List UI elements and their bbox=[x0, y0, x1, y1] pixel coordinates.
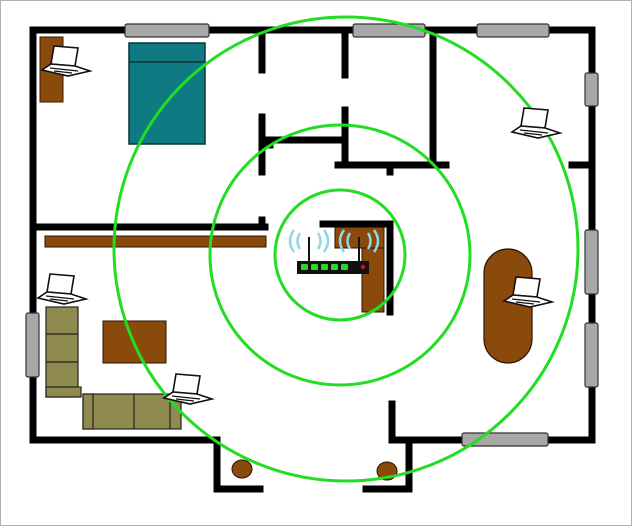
router-power-led bbox=[360, 264, 366, 270]
ring-medium-signal bbox=[208, 123, 472, 387]
ring-weak-signal bbox=[112, 15, 580, 483]
long-shelf bbox=[44, 235, 267, 248]
coverage-rings bbox=[112, 15, 580, 483]
l-shaped-sofa bbox=[45, 306, 182, 430]
router-status-leds bbox=[301, 264, 348, 270]
wireless-router bbox=[288, 229, 380, 274]
porch-pillar-left bbox=[231, 459, 253, 479]
bed bbox=[128, 42, 206, 145]
windows bbox=[25, 23, 599, 447]
wifi-wave-icon bbox=[288, 229, 380, 253]
ring-strong-signal bbox=[273, 188, 407, 322]
